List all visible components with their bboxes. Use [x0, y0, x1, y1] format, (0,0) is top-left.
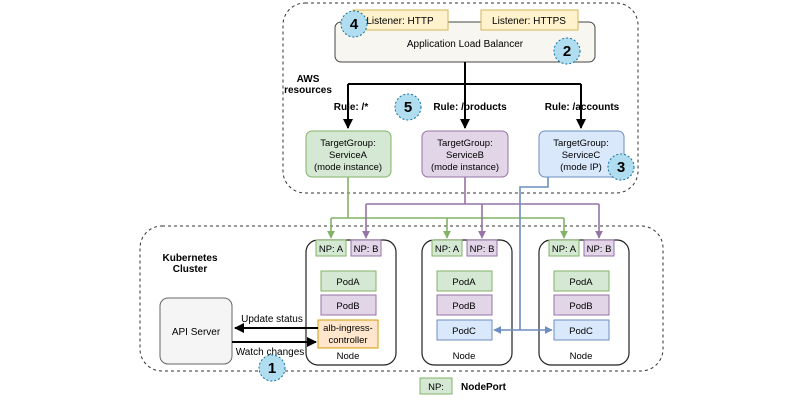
node-3-pod-a — [553, 270, 610, 292]
node-1-pod-b-label: PodB — [336, 301, 359, 312]
target-group-a-line3: (mode instance) — [314, 162, 382, 173]
node-2-pod-b-label: PodB — [452, 301, 475, 312]
alb-label: Application Load Balancer — [407, 39, 524, 50]
badge-3: 3 — [607, 153, 635, 181]
node-2-nodeport-b — [466, 239, 498, 257]
node-3-label: Node — [570, 351, 593, 362]
alb-ingress-controller — [317, 319, 379, 349]
listener-https-label: Listener: HTTPS — [492, 16, 566, 27]
node-2-nodeport-a — [431, 239, 463, 257]
badge-5: 5 — [394, 93, 422, 121]
cluster-label-2: Cluster — [173, 264, 208, 275]
target-group-a-line1: TargetGroup: — [320, 138, 375, 149]
rule-a-label: Rule: /* — [334, 102, 369, 113]
aws-region-label-1: AWS — [297, 74, 320, 85]
node-2-pod-c — [436, 319, 493, 341]
legend-nodeport-label: NodePort — [461, 382, 507, 393]
node-2-pod-c-label: PodC — [452, 326, 476, 337]
service-c-route-line — [519, 177, 549, 330]
badge-2-label: 2 — [563, 43, 571, 60]
legend-swatch-label: NP: — [428, 382, 444, 393]
node-3-pod-c-label: PodC — [569, 326, 593, 337]
rule-c-label: Rule: /accounts — [545, 102, 620, 113]
target-group-a-line2: ServiceA — [329, 150, 368, 161]
node-3-pod-a-label: PodA — [569, 277, 593, 288]
badge-4: 4 — [340, 10, 368, 38]
target-group-b-line2: ServiceB — [446, 150, 484, 161]
target-group-c-line1: TargetGroup: — [553, 138, 608, 149]
aws-region-label-2: resources — [284, 85, 332, 96]
target-group-c-line2: ServiceC — [562, 150, 601, 161]
kubernetes-cluster-region — [139, 225, 664, 372]
node-3-np-b-label: NP: B — [587, 244, 612, 255]
node-2-label: Node — [453, 351, 476, 362]
controller-label-2: controller — [328, 335, 367, 346]
controller-label-1: alb-ingress- — [323, 323, 373, 334]
node-1-pod-a — [320, 270, 377, 292]
node-1-np-a-label: NP: A — [319, 244, 344, 255]
target-group-b-line1: TargetGroup: — [437, 138, 492, 149]
target-group-b-line3: (mode instance) — [431, 162, 499, 173]
listener-https — [480, 9, 579, 31]
node-3-pod-b — [553, 294, 610, 316]
node-1-nodeport-b — [350, 239, 382, 257]
aws-region — [282, 2, 639, 194]
target-group-c-line3: (mode IP) — [560, 162, 602, 173]
node-3-nodeport-b — [583, 239, 615, 257]
node-1-label: Node — [337, 351, 360, 362]
watch-changes-label: Watch changes — [236, 347, 305, 358]
node-3-pod-c — [553, 319, 610, 341]
api-server-label: API Server — [172, 327, 221, 338]
cluster-label-1: Kubernetes — [162, 253, 217, 264]
node-2-pod-b — [436, 294, 493, 316]
badge-5-label: 5 — [404, 99, 412, 116]
node-2-pod-a-label: PodA — [452, 277, 476, 288]
update-status-label: Update status — [241, 314, 303, 325]
node-3-np-a-label: NP: A — [552, 244, 577, 255]
rule-b-label: Rule: /products — [433, 102, 507, 113]
node-1-np-b-label: NP: B — [354, 244, 379, 255]
listener-http-label: Listener: HTTP — [366, 16, 434, 27]
badge-1: 1 — [258, 354, 286, 382]
node-1-pod-b — [320, 294, 377, 316]
node-1-nodeport-a — [315, 239, 347, 257]
legend-nodeport-swatch — [419, 377, 453, 395]
node-2-np-a-label: NP: A — [435, 244, 460, 255]
badge-2: 2 — [553, 37, 581, 65]
api-server — [159, 297, 233, 365]
badge-4-label: 4 — [350, 16, 359, 33]
node-2-np-b-label: NP: B — [470, 244, 495, 255]
badge-1-label: 1 — [268, 360, 276, 377]
node-1-pod-a-label: PodA — [336, 277, 360, 288]
node-2-pod-a — [436, 270, 493, 292]
node-3-pod-b-label: PodB — [569, 301, 592, 312]
node-3-nodeport-a — [548, 239, 580, 257]
target-group-c — [538, 130, 625, 178]
badge-3-label: 3 — [617, 159, 625, 176]
